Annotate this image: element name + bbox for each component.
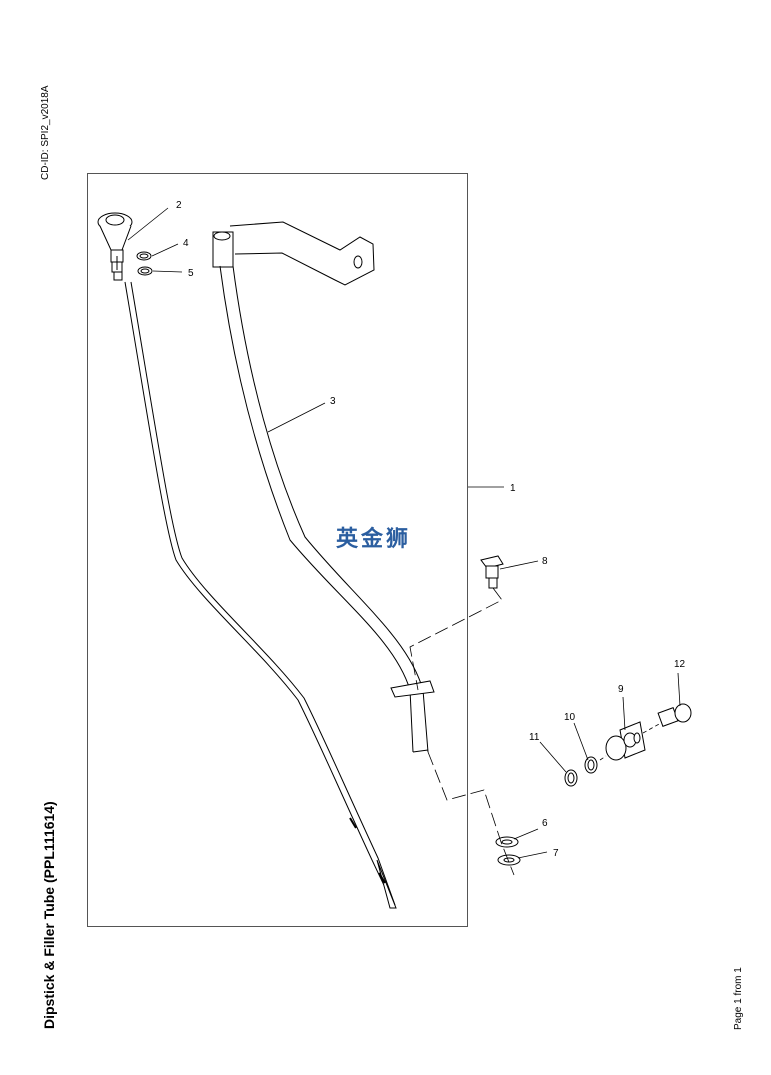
dipstick-part — [97, 212, 397, 909]
union-fitting-part — [564, 703, 692, 787]
callout-label: 11 — [529, 732, 540, 743]
watermark-text: 英金狮 — [336, 526, 411, 552]
callout-label: 12 — [674, 659, 686, 670]
callout-label: 8 — [542, 556, 548, 567]
callout-label: 9 — [618, 684, 624, 695]
leader-lines — [127, 207, 681, 876]
diagram-frame — [87, 173, 468, 927]
callout-label: 5 — [188, 268, 194, 279]
callout-label: 10 — [564, 712, 576, 723]
callout-label: 3 — [330, 396, 336, 407]
callout-label: 1 — [510, 483, 516, 494]
filler-tube-part — [212, 221, 435, 753]
washers-part — [495, 836, 521, 866]
bolt-part — [480, 555, 504, 589]
o-rings — [136, 251, 153, 276]
callout-label: 6 — [542, 818, 548, 829]
callout-label: 7 — [553, 848, 559, 859]
callout-label: 2 — [176, 200, 182, 211]
callout-label: 4 — [183, 238, 189, 249]
